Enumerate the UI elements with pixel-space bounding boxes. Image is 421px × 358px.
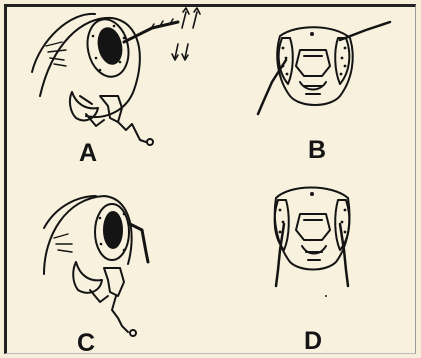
panel-a-eye-pupil (95, 26, 124, 66)
panel-b-clypeus (296, 50, 330, 76)
panel-label-a: A (79, 141, 97, 166)
panel-c-setae (54, 234, 72, 252)
panel-a-palp (118, 122, 146, 142)
panel-label-b: B (308, 138, 326, 163)
panel-d-ocelli (310, 192, 314, 196)
panel-c-maxilla (104, 268, 124, 296)
panel-label-c: C (77, 331, 95, 356)
panel-a-drawing (32, 8, 200, 145)
panel-b-mandibles (300, 82, 326, 94)
panel-c-palp (112, 296, 128, 332)
panel-c-thorax (44, 196, 96, 228)
panel-d-drawing (275, 188, 350, 298)
panel-a-motion-arrows (172, 8, 200, 60)
panel-b-ocelli (310, 32, 314, 36)
panel-d-mandibles (302, 246, 326, 260)
panel-a-mandible (70, 92, 98, 120)
panel-d-clypeus (296, 214, 330, 240)
panel-c-mandible (73, 262, 102, 293)
panel-c-eye-pupil (104, 212, 122, 248)
panel-b-left-antenna (258, 60, 286, 114)
panel-c-antenna (130, 224, 148, 262)
panel-label-d: D (304, 329, 322, 354)
panel-b-right-antenna (340, 22, 390, 40)
panel-a-palp-tip (147, 139, 153, 145)
panel-b-drawing (258, 22, 390, 114)
panel-c-drawing (44, 196, 148, 336)
panel-a-antenna (124, 22, 178, 42)
panel-c-palp-tip (130, 330, 136, 336)
panel-b-right-eye (335, 38, 349, 84)
